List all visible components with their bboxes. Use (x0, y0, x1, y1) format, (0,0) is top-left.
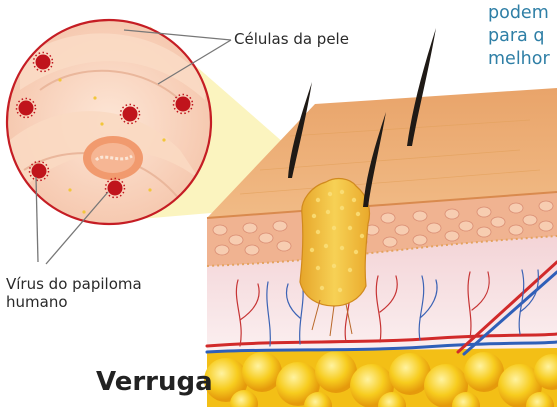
label-virus: Vírus do papiloma humano (6, 275, 176, 311)
intro-line-2: para q (488, 25, 557, 48)
magnified-cells-circle (7, 20, 211, 224)
wart (300, 179, 370, 306)
diagram-title: Verruga (96, 367, 213, 397)
skin-cross-section (204, 28, 557, 407)
intro-line-3: melhor (488, 48, 557, 71)
intro-line-1: podem (488, 2, 557, 25)
intro-text-fragment: podem para q melhor (488, 2, 557, 71)
label-skin-cells: Células da pele (234, 30, 349, 48)
